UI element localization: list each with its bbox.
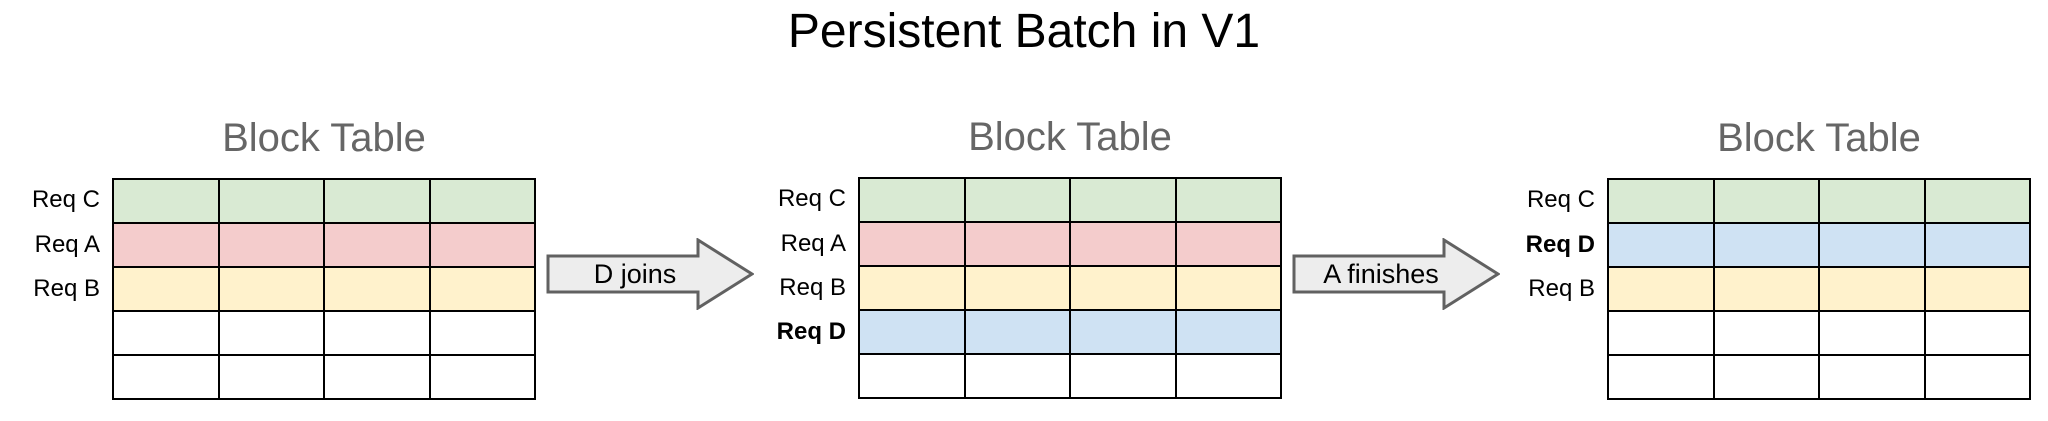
block-cell: [1820, 180, 1924, 222]
block-cell: [325, 180, 429, 222]
block-cell: [1820, 312, 1924, 354]
block-cell: [1071, 223, 1175, 265]
block-cell: [1714, 312, 1818, 354]
block-cell: [1925, 224, 2029, 266]
block-table-heading: Block Table: [222, 116, 426, 160]
block-cell: [1820, 268, 1924, 310]
block-table-heading: Block Table: [968, 115, 1172, 159]
row-label-empty: [1455, 356, 1595, 400]
row-labels: Req C Req D Req B: [1455, 178, 1595, 400]
row-label-empty: [0, 311, 100, 355]
block-cell: [430, 224, 534, 266]
block-arrow-right-icon: [1292, 238, 1500, 310]
block-cell: [1820, 356, 1924, 398]
block-cell: [1176, 179, 1280, 221]
block-cell: [114, 268, 218, 310]
block-cell: [325, 312, 429, 354]
block-cell: [219, 180, 323, 222]
row-label-req-c: Req C: [1526, 186, 1595, 214]
block-grid: [112, 178, 536, 400]
block-cell: [325, 268, 429, 310]
row-label-empty: [0, 356, 100, 400]
block-table-panel-3: Block Table Req C Req D Req B: [1526, 116, 2031, 400]
row-label-req-c: Req C: [777, 185, 846, 213]
transition-arrow-a-finishes: A finishes: [1292, 238, 1500, 310]
block-cell: [1925, 180, 2029, 222]
arrow-label: D joins: [593, 258, 677, 289]
block-arrow-right-icon: [546, 238, 754, 310]
block-cell: [1714, 224, 1818, 266]
block-cell: [860, 355, 964, 397]
block-cell: [965, 179, 1069, 221]
block-table-panel-2: Block Table Req C Req A Req B Req D: [777, 115, 1282, 399]
block-cell: [1176, 223, 1280, 265]
block-cell: [219, 268, 323, 310]
block-cell: [1925, 268, 2029, 310]
row-label-req-a: Req A: [780, 229, 846, 257]
block-cell: [114, 224, 218, 266]
block-cell: [1609, 268, 1713, 310]
block-cell: [1925, 312, 2029, 354]
block-cell: [965, 311, 1069, 353]
transition-arrow-d-joins: D joins: [546, 238, 754, 310]
block-cell: [114, 312, 218, 354]
block-cell: [860, 223, 964, 265]
row-labels: Req C Req A Req B Req D: [706, 177, 846, 399]
block-cell: [219, 356, 323, 398]
block-cell: [219, 312, 323, 354]
block-cell: [1176, 311, 1280, 353]
block-table-heading: Block Table: [1717, 116, 1921, 160]
block-cell: [965, 267, 1069, 309]
block-cell: [860, 311, 964, 353]
block-cell: [1925, 356, 2029, 398]
block-cell: [1071, 355, 1175, 397]
block-cell: [860, 267, 964, 309]
block-cell: [860, 179, 964, 221]
block-cell: [114, 180, 218, 222]
block-cell: [1820, 224, 1924, 266]
row-labels: Req C Req A Req B: [0, 178, 100, 400]
row-label-req-a: Req A: [34, 230, 100, 258]
block-cell: [1714, 180, 1818, 222]
diagram-title: Persistent Batch in V1: [787, 5, 1261, 58]
block-cell: [430, 180, 534, 222]
block-cell: [1176, 267, 1280, 309]
block-cell: [325, 224, 429, 266]
block-cell: [1071, 179, 1175, 221]
block-cell: [1609, 312, 1713, 354]
row-label-req-b: Req B: [33, 275, 100, 303]
block-cell: [1714, 268, 1818, 310]
block-cell: [430, 268, 534, 310]
block-grid: [858, 177, 1282, 399]
row-label-req-c: Req C: [31, 186, 100, 214]
block-cell: [965, 223, 1069, 265]
block-cell: [1714, 356, 1818, 398]
row-label-empty: [1455, 311, 1595, 355]
row-label-req-b: Req B: [1528, 275, 1595, 303]
block-cell: [219, 224, 323, 266]
block-cell: [114, 356, 218, 398]
block-cell: [1609, 224, 1713, 266]
block-cell: [430, 356, 534, 398]
block-grid: [1607, 178, 2031, 400]
block-table-panel-1: Block Table Req C Req A Req B: [32, 116, 536, 400]
block-cell: [1609, 180, 1713, 222]
block-cell: [1176, 355, 1280, 397]
block-cell: [430, 312, 534, 354]
block-cell: [1609, 356, 1713, 398]
block-cell: [325, 356, 429, 398]
block-cell: [1071, 267, 1175, 309]
block-cell: [1071, 311, 1175, 353]
row-label-req-b: Req B: [779, 274, 846, 302]
row-label-req-d: Req D: [776, 318, 846, 346]
row-label-empty: [706, 355, 846, 399]
block-cell: [965, 355, 1069, 397]
row-label-req-d: Req D: [1525, 230, 1595, 258]
arrow-label: A finishes: [1323, 258, 1439, 289]
